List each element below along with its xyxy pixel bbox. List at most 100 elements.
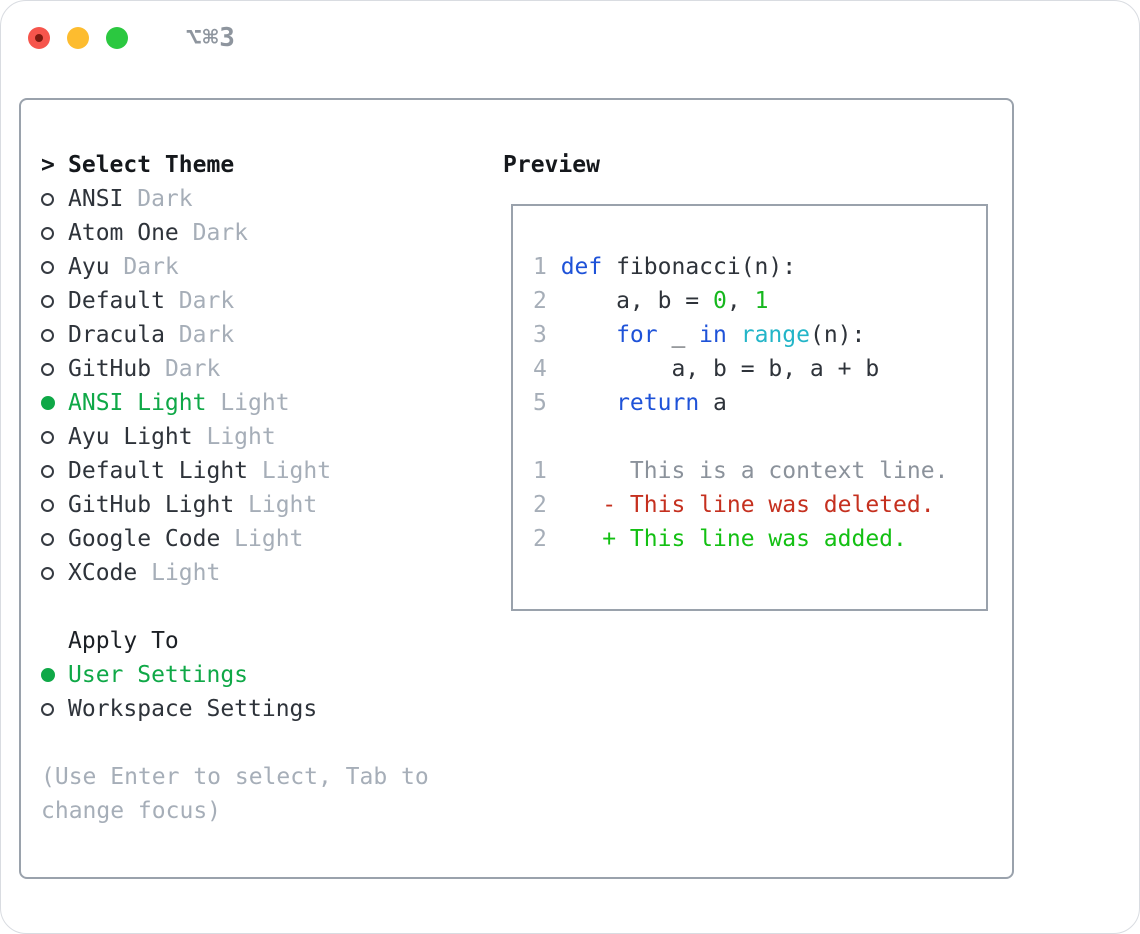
line-number: 4 [533, 356, 547, 382]
line-number: 1 [533, 254, 547, 280]
option-label: GitHub [68, 356, 152, 382]
option-label: ANSI Light [68, 390, 207, 416]
radio-dot-empty [41, 430, 54, 444]
radio-icon [41, 430, 68, 444]
apply-to-header: Apply To [41, 624, 503, 658]
option-label: Ayu [68, 254, 110, 280]
radio-icon [41, 192, 68, 206]
code-token-fg: _ [657, 322, 700, 348]
code-token-fg [727, 322, 741, 348]
option-variant-tag: Light [151, 560, 221, 586]
radio-dot-empty [41, 702, 54, 716]
radio-dot-filled [41, 668, 55, 682]
code-token-kw: in [699, 322, 727, 348]
option-variant-tag: Dark [192, 220, 249, 246]
line-number: 1 [533, 458, 547, 484]
option-variant-tag: Dark [164, 356, 221, 382]
preview-code-line: 4 a, b = b, a + b [533, 352, 986, 386]
help-text-line2: change focus) [41, 798, 222, 824]
option-label: ANSI [68, 186, 124, 212]
line-number: 2 [533, 526, 547, 552]
apply-to-title: Apply To [68, 628, 179, 654]
option-label: Ayu Light [68, 424, 193, 450]
theme-option-google-code[interactable]: Google Code Light [41, 522, 503, 556]
maximize-button-icon[interactable] [106, 27, 128, 49]
code-token-fg [561, 322, 616, 348]
code-token-del: - This line was deleted. [560, 492, 935, 518]
option-variant-tag: Dark [123, 254, 179, 280]
radio-icon [41, 226, 68, 240]
code-token-fg: fibonacci(n): [602, 254, 797, 280]
radio-dot-empty [41, 192, 54, 206]
code-token-fg: a [699, 390, 727, 416]
theme-option-ayu[interactable]: Ayu Dark [41, 250, 503, 284]
spacer [41, 590, 503, 624]
title-bar: ⌥⌘3 [1, 1, 1139, 75]
radio-icon [41, 464, 68, 478]
minimize-button-icon[interactable] [67, 27, 89, 49]
radio-icon [41, 328, 68, 342]
select-theme-header: > Select Theme [41, 148, 503, 182]
radio-dot-empty [41, 260, 54, 274]
radio-dot-empty [41, 464, 54, 478]
radio-icon [41, 260, 68, 274]
preview-code-line: 2 + This line was added. [533, 522, 986, 556]
radio-dot-empty [41, 362, 54, 376]
line-number: 2 [533, 492, 547, 518]
radio-dot-empty [41, 294, 54, 308]
preview-code-line: 2 - This line was deleted. [533, 488, 986, 522]
radio-icon [41, 498, 68, 512]
theme-option-github[interactable]: GitHub Dark [41, 352, 503, 386]
close-button-icon[interactable] [28, 27, 50, 49]
option-variant-tag: Light [234, 526, 304, 552]
option-label: User Settings [68, 662, 249, 688]
close-dot-icon [35, 34, 43, 42]
code-token-lit: 1 [754, 288, 769, 314]
theme-option-default-light[interactable]: Default Light Light [41, 454, 503, 488]
option-variant-tag: Dark [178, 288, 235, 314]
option-variant-tag: Dark [178, 322, 235, 348]
preview-code-line: 2 a, b = 0, 1 [533, 284, 986, 318]
theme-option-dracula[interactable]: Dracula Dark [41, 318, 503, 352]
radio-selected-icon [41, 396, 68, 410]
theme-option-atom-one[interactable]: Atom One Dark [41, 216, 503, 250]
option-label: Default Light [68, 458, 249, 484]
line-number: 2 [533, 288, 547, 314]
preview-title: Preview [503, 152, 600, 178]
apply-option-user-settings[interactable]: User Settings [41, 658, 503, 692]
option-variant-tag: Light [248, 492, 318, 518]
spacer [41, 726, 503, 760]
preview-blank-line [533, 420, 986, 454]
line-number: 3 [533, 322, 547, 348]
line-number: 5 [533, 390, 547, 416]
window-title: ⌥⌘3 [186, 23, 236, 53]
code-token-lit: 0 [713, 288, 727, 314]
header-caret: > [41, 152, 55, 178]
code-token-fg: a, b = b, a + b [560, 356, 880, 382]
radio-icon [41, 294, 68, 308]
code-token-kw: def [560, 254, 603, 280]
theme-option-default[interactable]: Default Dark [41, 284, 503, 318]
option-label: Default [68, 288, 165, 314]
apply-option-workspace-settings[interactable]: Workspace Settings [41, 692, 503, 726]
radio-icon [41, 532, 68, 546]
option-label: Google Code [68, 526, 221, 552]
code-token-fg: , [726, 288, 755, 314]
option-variant-tag: Light [261, 458, 332, 484]
preview-code-line: 5 return a [533, 386, 986, 420]
preview-code-line: 1 def fibonacci(n): [533, 250, 986, 284]
preview-code-line: 1 This is a context line. [533, 454, 986, 488]
option-label: Dracula [68, 322, 165, 348]
option-label: Atom One [68, 220, 179, 246]
help-text-line1: (Use Enter to select, Tab to [41, 764, 429, 790]
option-label: Workspace Settings [68, 696, 318, 722]
radio-dot-empty [41, 226, 54, 240]
